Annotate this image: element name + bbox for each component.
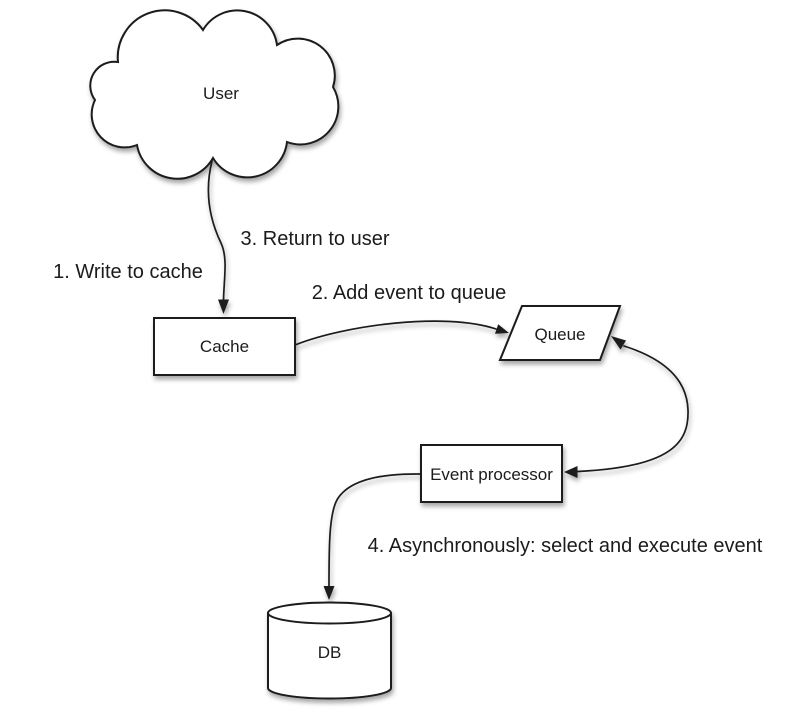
step-1-label: 1. Write to cache (53, 261, 203, 283)
arrow-cache-to-queue (294, 320, 509, 346)
event-processor-label: Event processor (430, 465, 553, 484)
arrowhead-into-db (323, 586, 335, 600)
step-2-label: 2. Add event to queue (312, 282, 507, 304)
arrow-event-processor-to-db (323, 473, 421, 600)
cache-label: Cache (200, 337, 249, 356)
db-label: DB (318, 643, 342, 662)
user-cloud (89, 9, 340, 180)
db-cylinder (267, 601, 392, 700)
arrow-queue-event-processor-two-way (564, 336, 689, 478)
step-4-label: 4. Asynchronously: select and execute ev… (368, 535, 763, 557)
event-processor-box (420, 444, 563, 503)
arrow-user-to-cache (207, 160, 229, 314)
queue-label: Queue (534, 325, 585, 344)
arrowhead-into-event-processor (564, 466, 578, 478)
arrowhead-into-queue-right (611, 336, 626, 350)
arrowhead-into-cache (218, 299, 229, 314)
step-3-label: 3. Return to user (241, 228, 390, 250)
user-label: User (203, 84, 239, 103)
cache-box (153, 317, 296, 376)
queue-parallelogram (498, 305, 622, 361)
arrowhead-into-queue-left (495, 324, 509, 334)
db-cylinder-top (267, 601, 392, 625)
